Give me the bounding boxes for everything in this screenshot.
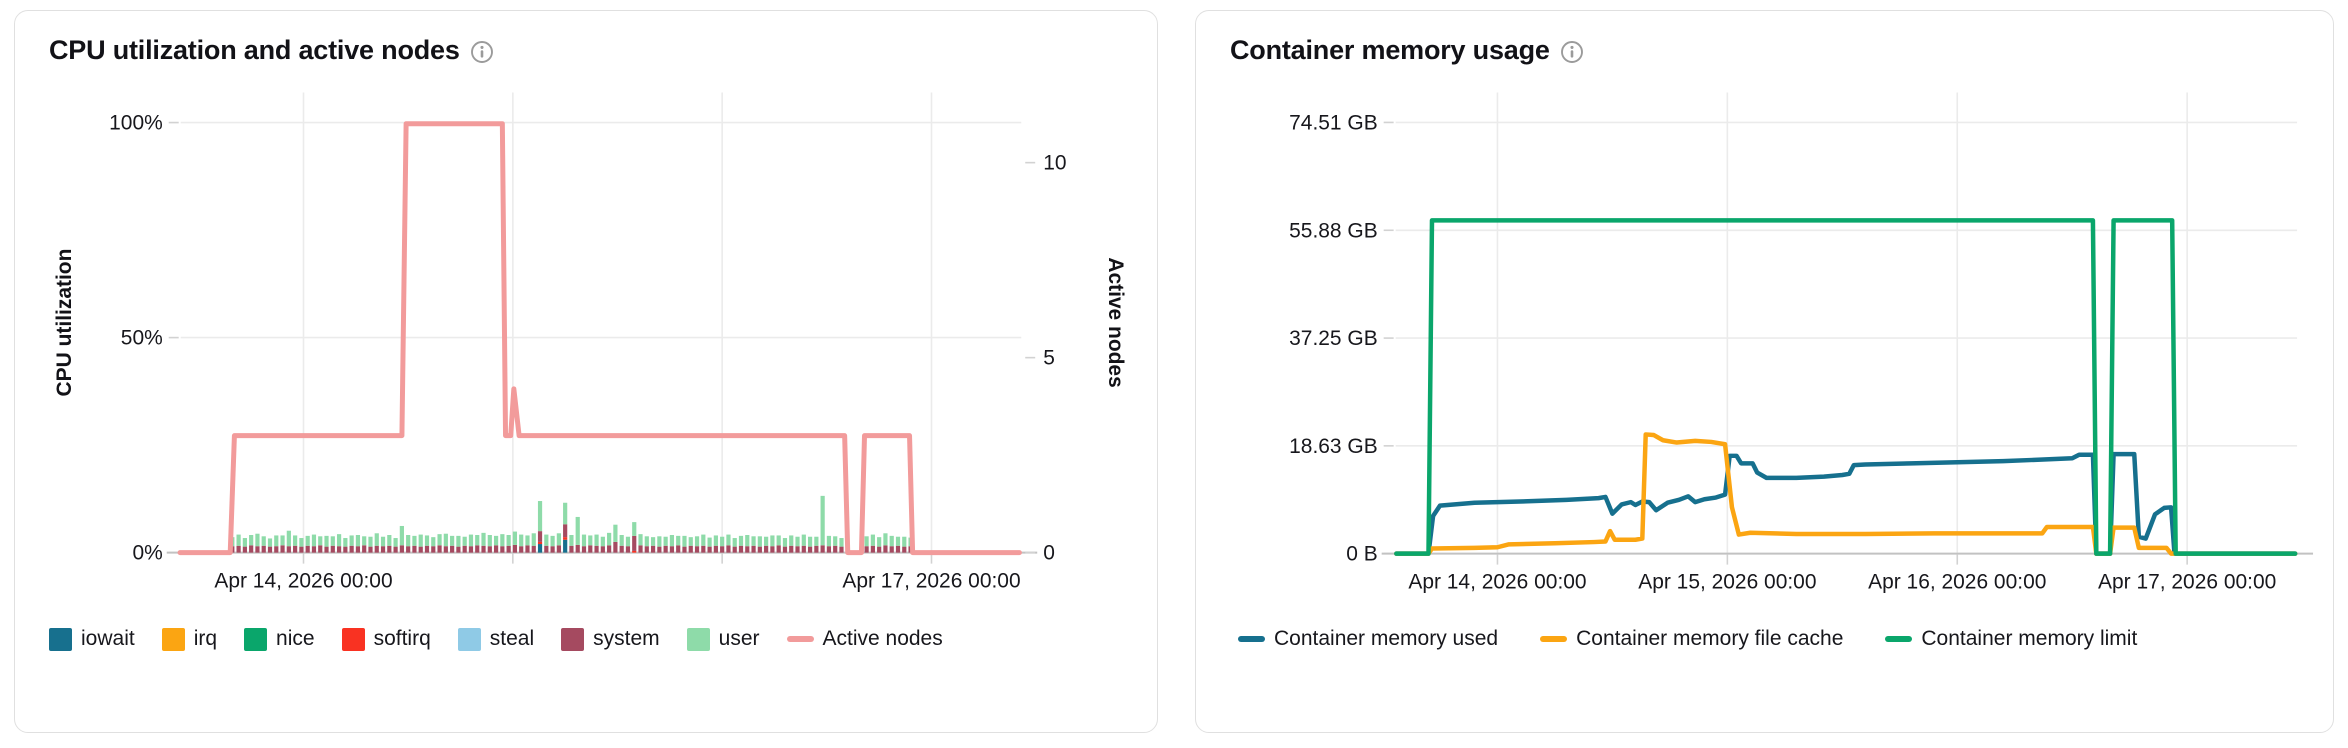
legend-item-system[interactable]: system xyxy=(561,627,660,651)
svg-text:100%: 100% xyxy=(109,112,163,135)
svg-text:Apr 14, 2026 00:00: Apr 14, 2026 00:00 xyxy=(214,570,392,593)
svg-text:0: 0 xyxy=(1043,542,1055,565)
legend-label: Container memory limit xyxy=(1921,627,2138,650)
svg-text:55.88 GB: 55.88 GB xyxy=(1289,219,1378,242)
container-memory-card: Container memory usage 0 B 18.63 GB 37.25 … xyxy=(1195,10,2334,733)
steal-swatch xyxy=(457,627,481,651)
legend-item-steal[interactable]: steal xyxy=(457,627,535,651)
legend-item-memory-limit[interactable]: Container memory limit xyxy=(1885,627,2137,651)
memory-card-header: Container memory usage xyxy=(1196,11,2333,66)
svg-text:CPU utilization: CPU utilization xyxy=(53,249,76,397)
cpu-chart-canvas[interactable]: 0% 50% 100% Apr 14, 2026 00:00 Apr 17, 2026 … xyxy=(15,70,1157,625)
legend-label: irq xyxy=(193,627,218,650)
cpu-legend: iowait irq nice softirq steal system xyxy=(15,627,1157,651)
memory-chart-canvas[interactable]: 0 B 18.63 GB 37.25 GB 55.88 GB 74.51 GB Apr 1… xyxy=(1196,70,2333,625)
svg-text:50%: 50% xyxy=(121,327,163,350)
memory-file-cache-swatch xyxy=(1540,636,1568,642)
svg-text:Apr 17, 2026 00:00: Apr 17, 2026 00:00 xyxy=(2098,571,2276,594)
legend-label: system xyxy=(593,627,660,650)
cpu-utilization-card: CPU utilization and active nodes 0% 50% 10… xyxy=(14,10,1158,733)
legend-item-iowait[interactable]: iowait xyxy=(49,627,135,651)
svg-text:18.63 GB: 18.63 GB xyxy=(1289,435,1378,458)
memory-limit-swatch xyxy=(1885,636,1913,642)
irq-swatch xyxy=(161,627,185,651)
svg-text:Apr 17, 2026 00:00: Apr 17, 2026 00:00 xyxy=(842,570,1020,593)
active-nodes-swatch xyxy=(786,636,814,642)
legend-label: softirq xyxy=(373,627,431,650)
svg-text:37.25 GB: 37.25 GB xyxy=(1289,327,1378,350)
svg-text:Apr 15, 2026 00:00: Apr 15, 2026 00:00 xyxy=(1638,571,1816,594)
legend-item-memory-used[interactable]: Container memory used xyxy=(1238,627,1498,651)
legend-item-irq[interactable]: irq xyxy=(161,627,218,651)
svg-text:74.51 GB: 74.51 GB xyxy=(1289,111,1378,134)
legend-label: Active nodes xyxy=(822,627,943,650)
svg-text:0 B: 0 B xyxy=(1346,543,1377,566)
cpu-card-header: CPU utilization and active nodes xyxy=(15,11,1157,66)
memory-used-swatch xyxy=(1238,636,1265,642)
iowait-swatch xyxy=(49,627,72,651)
legend-label: Container memory file cache xyxy=(1576,627,1844,650)
legend-item-user[interactable]: user xyxy=(686,627,760,651)
legend-item-nice[interactable]: nice xyxy=(244,627,315,651)
svg-text:10: 10 xyxy=(1043,152,1066,175)
softirq-swatch xyxy=(341,627,365,651)
svg-text:0%: 0% xyxy=(132,542,162,565)
info-circle-icon[interactable] xyxy=(1560,40,1584,64)
legend-item-softirq[interactable]: softirq xyxy=(341,627,431,651)
memory-card-title: Container memory usage xyxy=(1230,35,1550,65)
legend-item-active-nodes[interactable]: Active nodes xyxy=(786,627,943,651)
legend-item-memory-file-cache[interactable]: Container memory file cache xyxy=(1540,627,1843,651)
legend-label: Container memory used xyxy=(1274,627,1499,650)
info-circle-icon[interactable] xyxy=(470,40,494,64)
nice-swatch xyxy=(244,627,268,651)
svg-text:Apr 16, 2026 00:00: Apr 16, 2026 00:00 xyxy=(1868,571,2046,594)
legend-label: user xyxy=(718,627,760,650)
cpu-card-title: CPU utilization and active nodes xyxy=(49,35,460,65)
legend-label: iowait xyxy=(81,627,135,650)
svg-text:5: 5 xyxy=(1043,347,1055,370)
system-swatch xyxy=(561,627,585,651)
legend-label: steal xyxy=(489,627,535,650)
svg-text:Apr 14, 2026 00:00: Apr 14, 2026 00:00 xyxy=(1408,571,1586,594)
legend-label: nice xyxy=(276,627,315,650)
svg-text:Active nodes: Active nodes xyxy=(1104,257,1127,387)
memory-legend: Container memory used Container memory f… xyxy=(1196,627,2333,651)
user-swatch xyxy=(686,627,710,651)
